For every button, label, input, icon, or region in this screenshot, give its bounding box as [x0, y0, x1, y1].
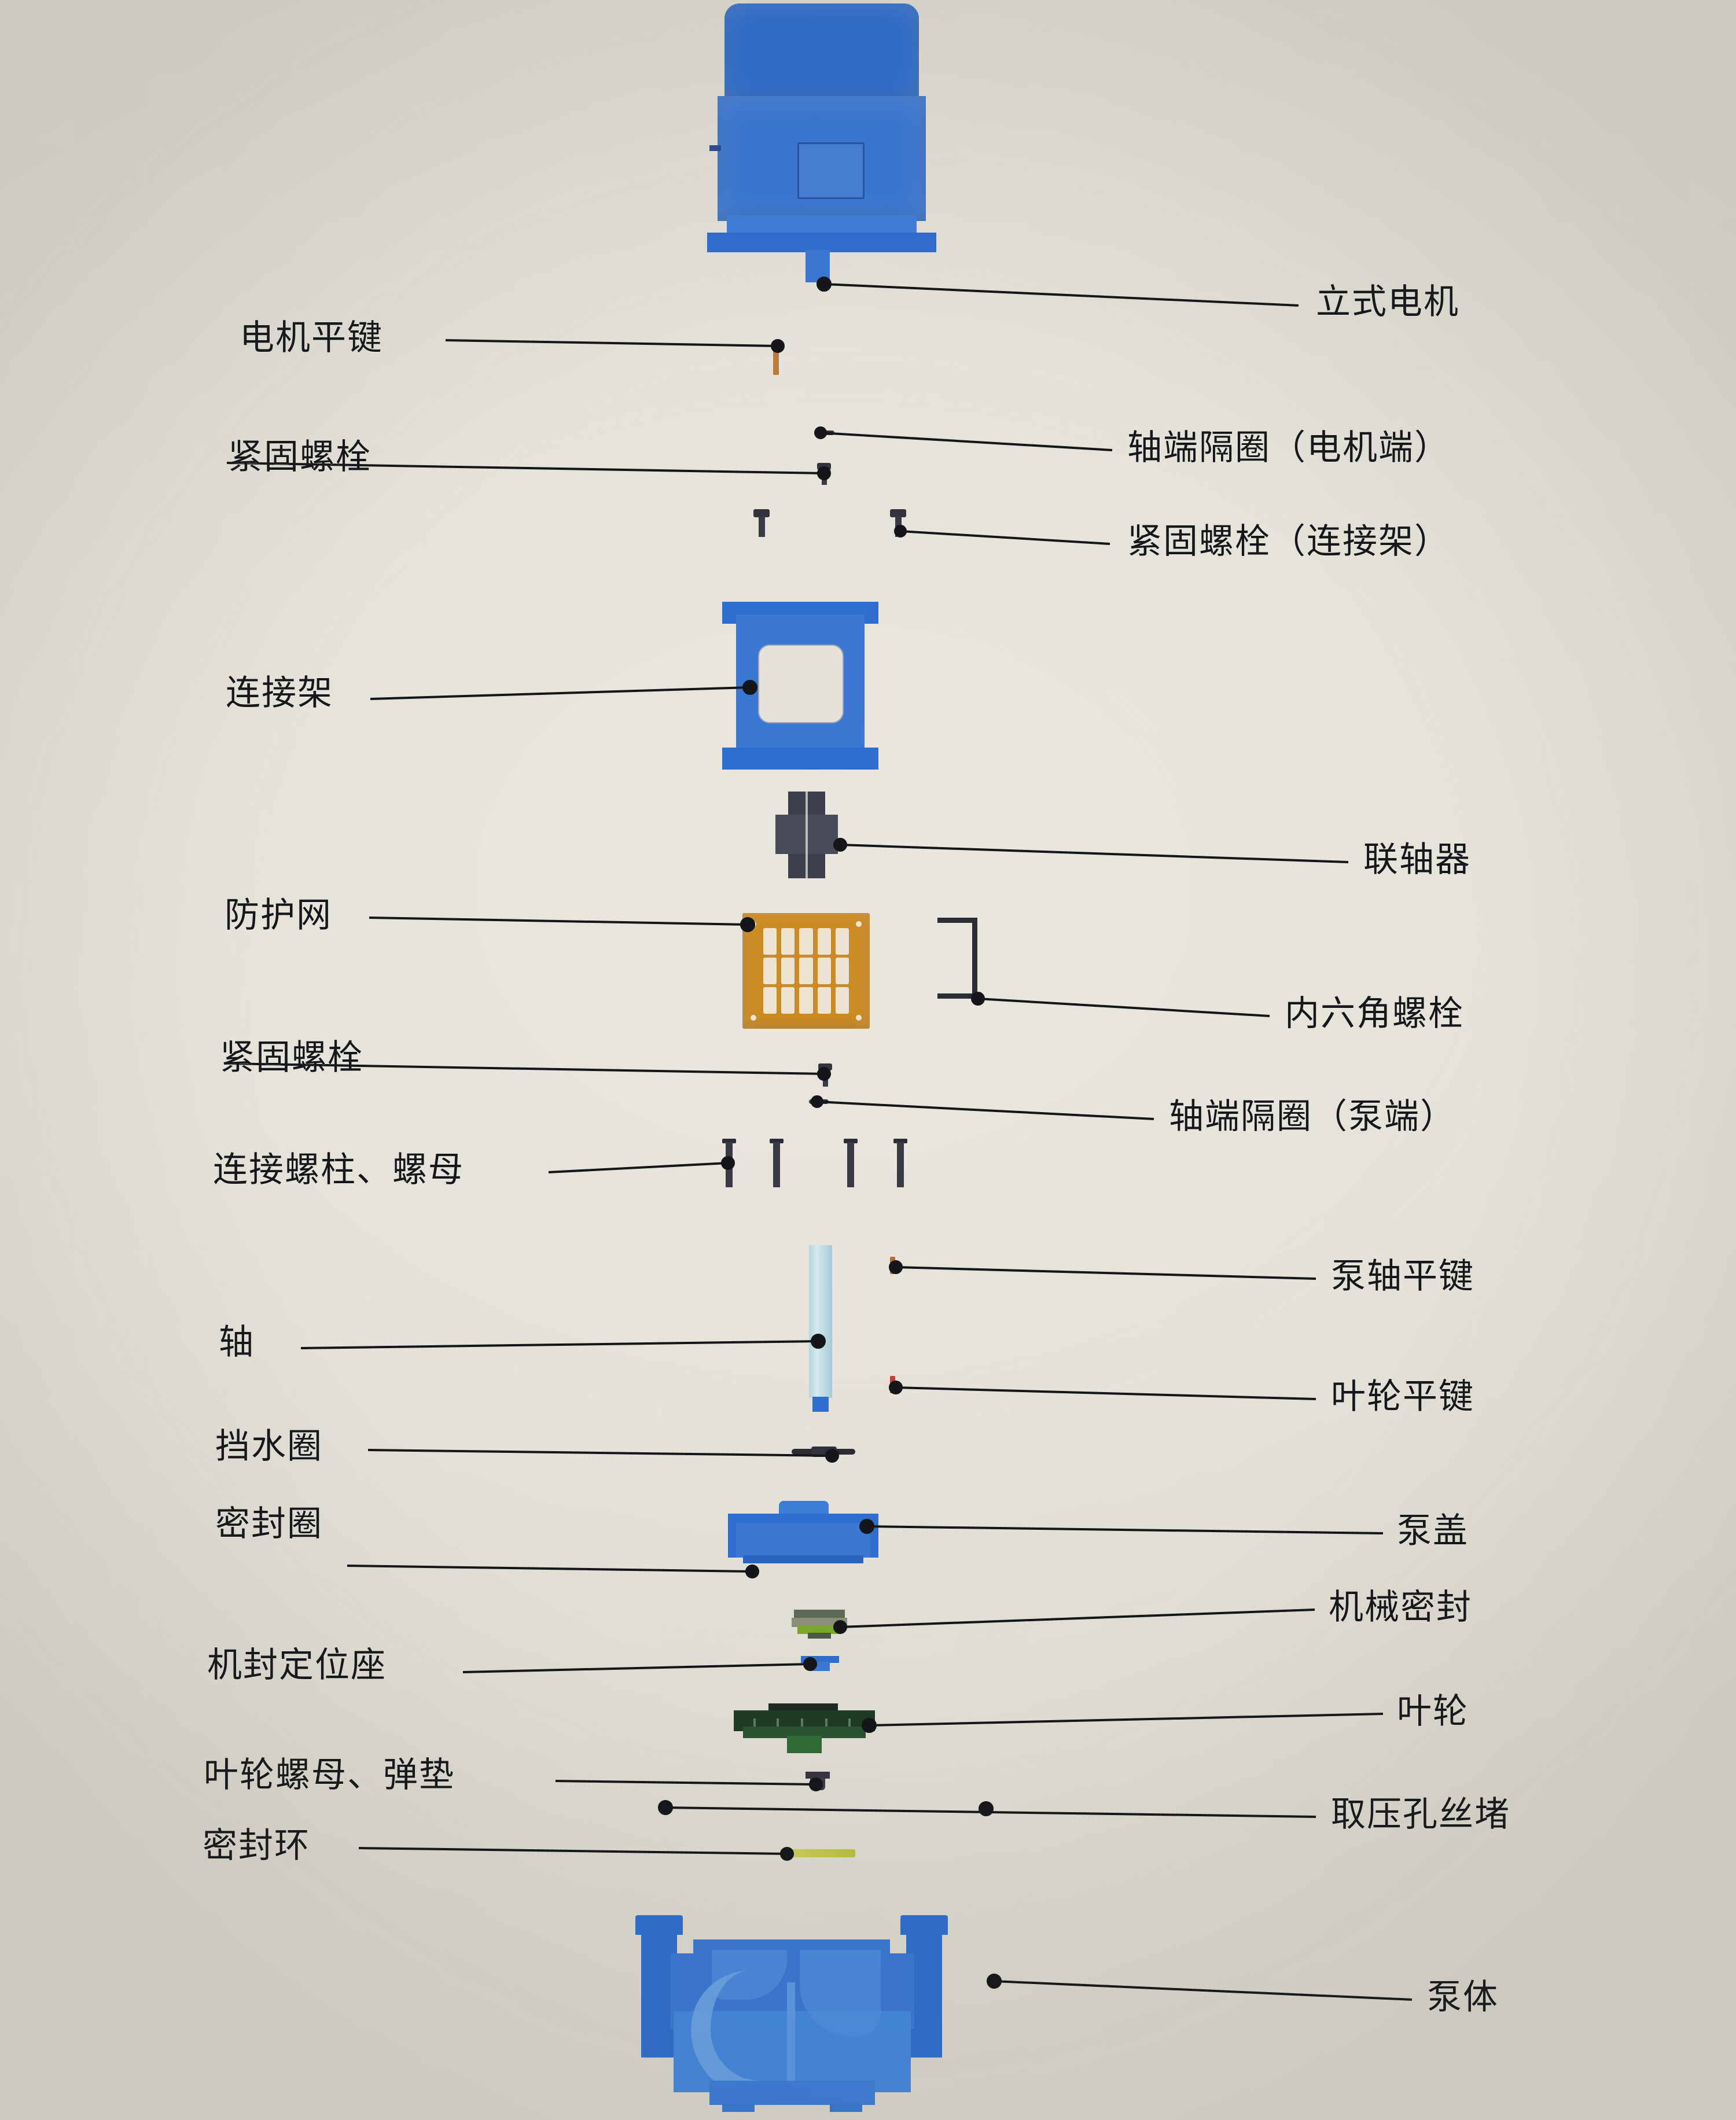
part-hex-socket-bolt	[937, 918, 980, 999]
impeller-shroud-bottom	[743, 1727, 866, 1738]
motor-terminal-box	[797, 142, 865, 199]
impeller-hub	[787, 1736, 822, 1753]
mesh-slot-grid	[763, 928, 849, 1014]
part-shaft-spacer-pump-end	[809, 1098, 829, 1105]
part-pump-body	[635, 1915, 948, 2119]
label-mechanical-seal: 机械密封	[1329, 1588, 1472, 1626]
label-impeller-nut-washer: 叶轮螺母、弹垫	[204, 1755, 455, 1794]
label-connecting-stud-nut: 连接螺柱、螺母	[213, 1150, 464, 1189]
part-sealing-ring	[780, 1849, 855, 1857]
label-impeller: 叶轮	[1397, 1692, 1469, 1731]
label-shaft: 轴	[219, 1323, 255, 1361]
part-pressure-tap-plug	[981, 1804, 991, 1813]
part-pump-shaft-key	[890, 1257, 895, 1274]
part-pump-cover	[728, 1497, 878, 1566]
coupling-split-gap	[806, 792, 808, 878]
part-fastening-bolt-frame-left	[753, 509, 770, 537]
part-fastening-bolt-frame-right	[890, 509, 906, 537]
part-fastening-bolt-mesh	[818, 1063, 832, 1087]
body-foot-left	[722, 2104, 755, 2112]
label-pressure-tap-plug: 取压孔丝堵	[1331, 1795, 1510, 1834]
seat-boss	[810, 1662, 830, 1671]
label-protective-mesh: 防护网	[225, 896, 332, 934]
label-impeller-key: 叶轮平键	[1331, 1377, 1474, 1416]
part-connecting-studs-nuts	[722, 1139, 956, 1192]
seal-stationary-face	[794, 1610, 845, 1619]
cover-skirt	[743, 1555, 863, 1563]
shaft-tip	[812, 1397, 829, 1412]
part-impeller-key	[890, 1376, 895, 1393]
body-foot-right	[830, 2104, 862, 2112]
seal-sleeve	[808, 1633, 831, 1639]
label-motor-flat-key: 电机平键	[240, 318, 383, 357]
label-coupling: 联轴器	[1363, 840, 1471, 879]
label-fastening-bolt-motor: 紧固螺栓	[228, 437, 372, 476]
body-right-flange	[900, 1915, 948, 1935]
impeller-nut	[810, 1777, 825, 1790]
part-mechanical-seal	[792, 1610, 847, 1640]
mesh-corner-hole-tl	[751, 921, 756, 927]
part-shaft	[809, 1245, 834, 1413]
motor-side-nub	[709, 145, 721, 151]
motor-base-flange	[707, 233, 936, 252]
part-seal-locating-seat	[801, 1656, 839, 1671]
motor-shaft-stub	[806, 250, 830, 282]
part-impeller	[734, 1703, 875, 1757]
body-left-flange	[635, 1915, 683, 1935]
frame-bottom-flange	[722, 748, 878, 770]
motor-bevel	[727, 215, 917, 235]
label-seal-ring: 密封圈	[215, 1504, 323, 1543]
label-fastening-bolt-frame: 紧固螺栓（连接架）	[1127, 522, 1450, 561]
shaft-body	[809, 1245, 832, 1398]
label-seal-locating-seat: 机封定位座	[207, 1646, 387, 1684]
part-vertical-motor	[707, 3, 936, 282]
mesh-corner-hole-br	[856, 1015, 862, 1021]
label-shaft-spacer-pump: 轴端隔圈（泵端）	[1169, 1097, 1456, 1136]
frame-window-opening	[758, 645, 844, 723]
impeller-spring-washer	[806, 1772, 830, 1779]
seal-spring-ring	[797, 1626, 841, 1634]
cover-body	[736, 1523, 870, 1558]
body-center-rib	[787, 1982, 795, 2088]
motor-body-shell	[718, 96, 926, 221]
part-shaft-spacer-motor-end	[815, 429, 834, 436]
part-impeller-nut-washer	[806, 1772, 830, 1791]
label-shaft-spacer-motor: 轴端隔圈（电机端）	[1127, 428, 1450, 467]
part-connecting-frame	[722, 602, 878, 770]
part-motor-flat-key	[773, 349, 779, 375]
label-connecting-frame: 连接架	[226, 673, 333, 712]
part-water-deflector-ring	[792, 1447, 855, 1457]
label-sealing-ring: 密封环	[203, 1826, 310, 1865]
label-vertical-motor: 立式电机	[1316, 282, 1459, 321]
label-pump-cover: 泵盖	[1397, 1511, 1469, 1550]
label-hex-socket-bolt: 内六角螺栓	[1285, 994, 1464, 1033]
mesh-corner-hole-bl	[751, 1015, 756, 1021]
label-water-deflector-ring: 挡水圈	[215, 1427, 323, 1466]
label-pump-body: 泵体	[1427, 1978, 1499, 2016]
part-fastening-bolt-motor	[817, 463, 831, 485]
label-pump-shaft-key: 泵轴平键	[1331, 1257, 1474, 1295]
part-protective-mesh	[742, 913, 870, 1029]
label-fastening-bolt-mesh: 紧固螺栓	[220, 1038, 363, 1077]
deflector-ring-hub	[811, 1447, 837, 1457]
body-base	[709, 2081, 875, 2105]
motor-top-shell	[724, 3, 919, 101]
part-coupling	[775, 792, 838, 878]
mesh-corner-hole-tr	[856, 921, 862, 927]
